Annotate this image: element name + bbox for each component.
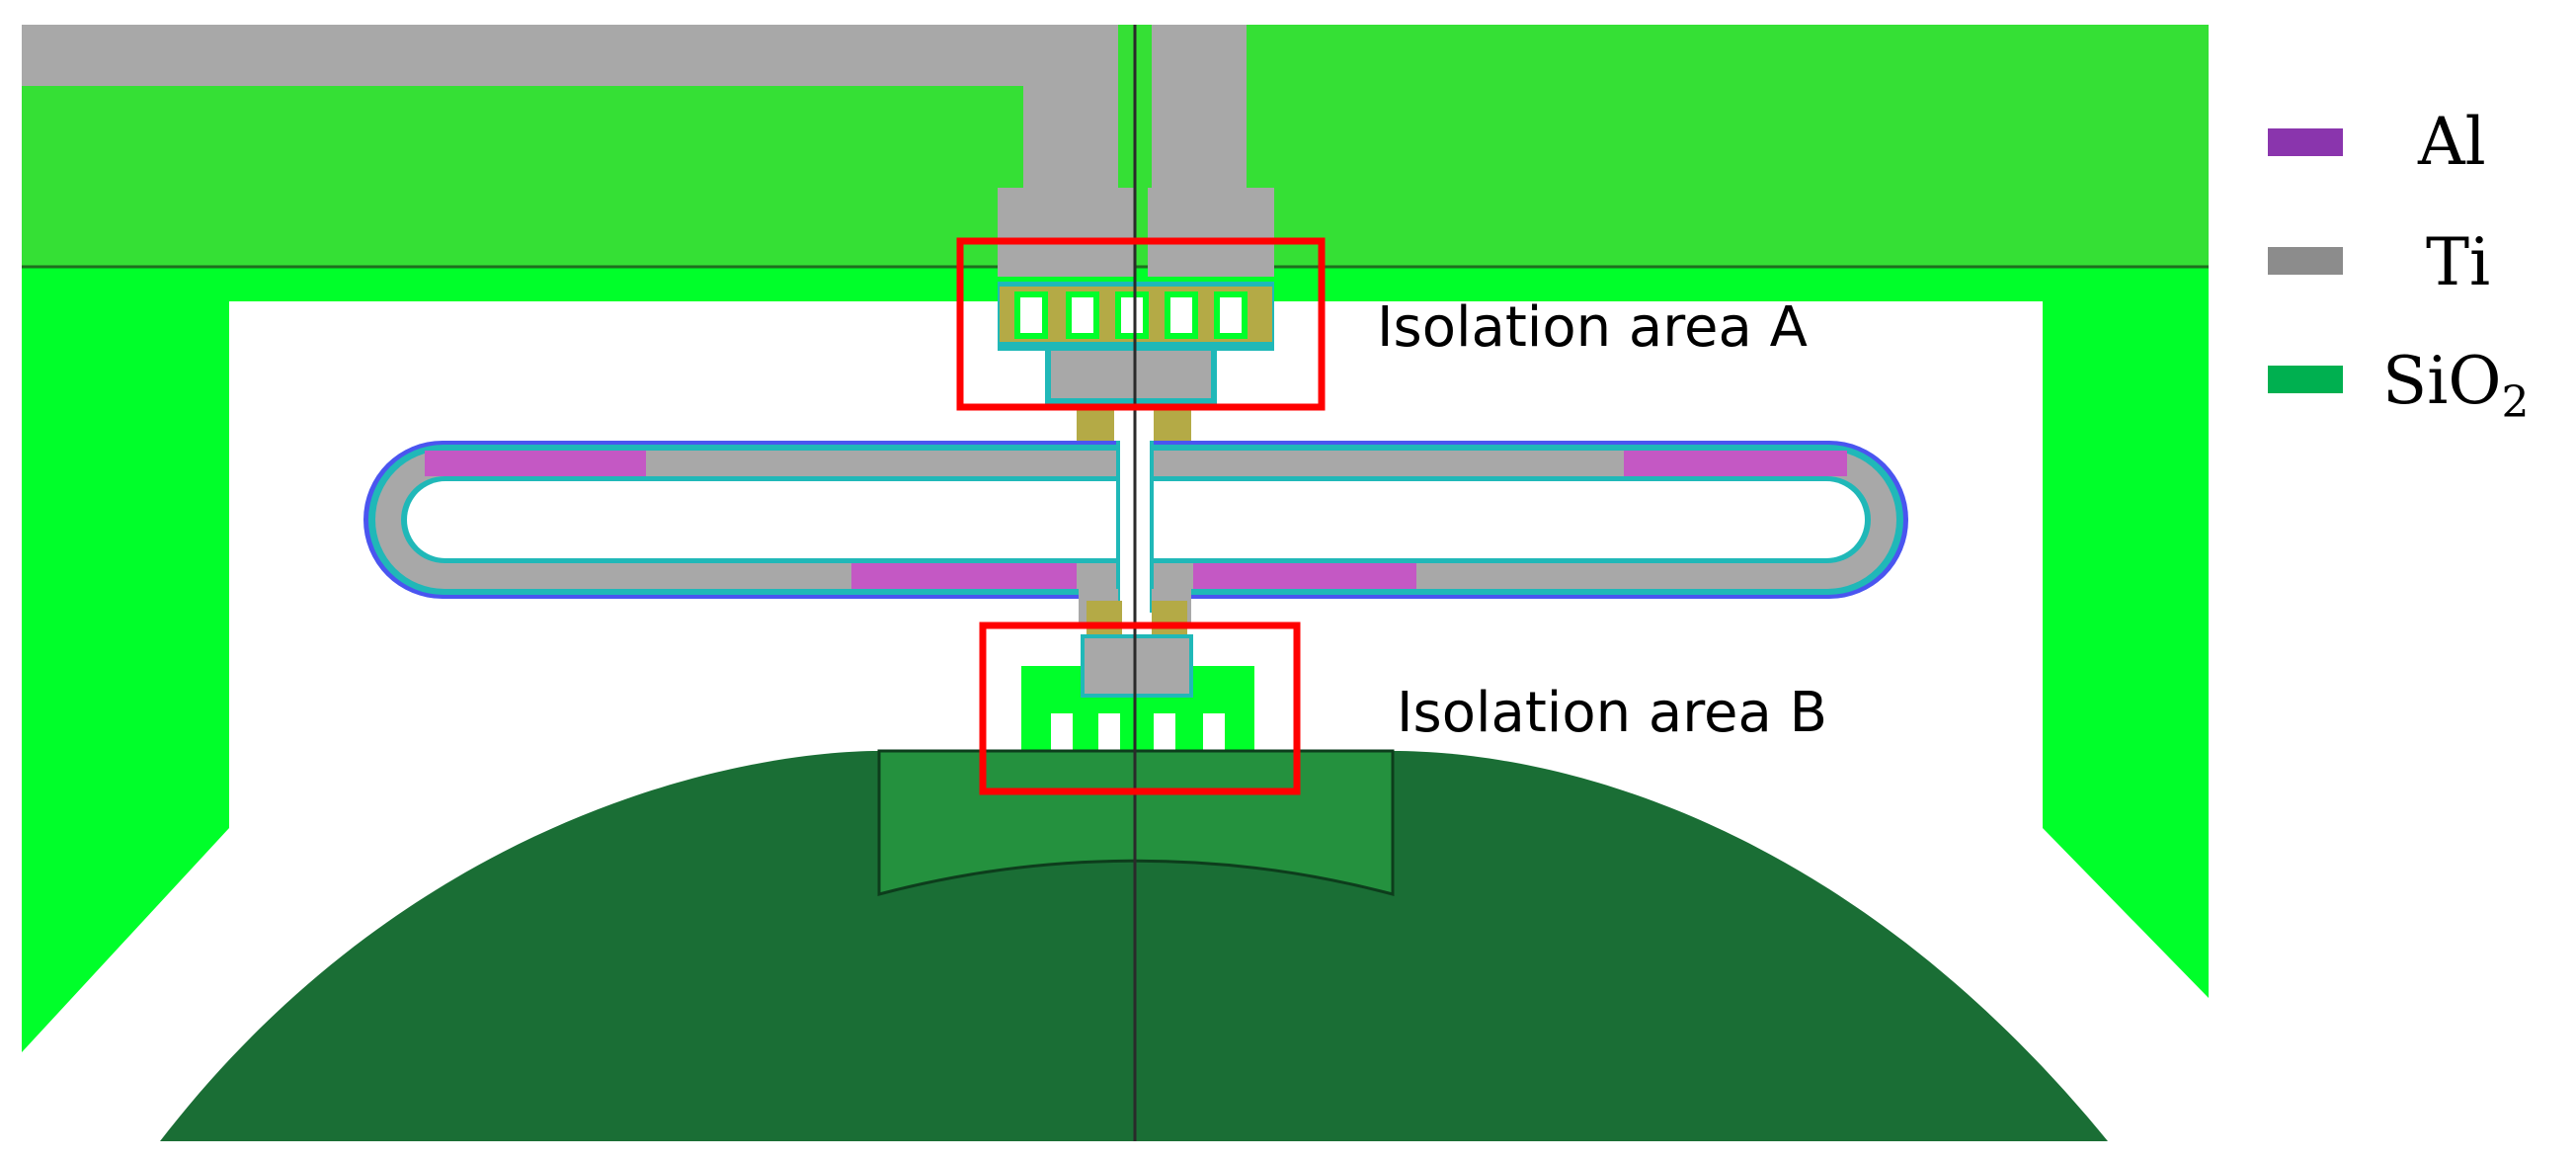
ti-top-trace bbox=[22, 25, 1118, 86]
legend-label-sio2-base: SiO bbox=[2382, 343, 2501, 419]
isolation-b-label: Isolation area B bbox=[1397, 681, 1827, 745]
isolation-a-label: Isolation area A bbox=[1377, 295, 1808, 360]
isolation-a-windows bbox=[1014, 291, 1248, 339]
legend-label-sio2-subscript: 2 bbox=[2501, 377, 2529, 428]
al-segment-bottom-right bbox=[1193, 563, 1416, 589]
window bbox=[1214, 291, 1248, 339]
legend: Al Ti SiO2 bbox=[2268, 104, 2529, 428]
isolation-b-windows bbox=[1051, 713, 1225, 751]
window bbox=[1203, 713, 1225, 751]
legend-swatch-sio2 bbox=[2268, 366, 2343, 393]
window bbox=[1154, 713, 1175, 751]
isolation-b-ti-block bbox=[1081, 634, 1193, 698]
ti-left-pad bbox=[998, 188, 1136, 277]
al-segment-top-left bbox=[425, 451, 646, 476]
window bbox=[1115, 291, 1149, 339]
neck-left-tan bbox=[1077, 405, 1114, 445]
al-segment-bottom-left bbox=[851, 563, 1077, 589]
window bbox=[1066, 291, 1099, 339]
isolation-a-highlight-box bbox=[956, 237, 1326, 411]
window bbox=[1051, 713, 1073, 751]
isolation-a-neck bbox=[1045, 351, 1217, 445]
neck-right-tan bbox=[1154, 405, 1191, 445]
legend-label-sio2: SiO2 bbox=[2382, 343, 2529, 428]
isolation-b-highlight-box bbox=[979, 622, 1301, 795]
ti-right-pad bbox=[1148, 188, 1274, 277]
legend-label-ti: Ti bbox=[2426, 224, 2490, 300]
al-segment-top-right bbox=[1624, 451, 1847, 476]
legend-swatch-al bbox=[2268, 128, 2343, 156]
legend-swatch-ti bbox=[2268, 247, 2343, 275]
ti-right-feed bbox=[1152, 25, 1247, 193]
window bbox=[1014, 291, 1048, 339]
neck-ti bbox=[1051, 351, 1211, 398]
window bbox=[1165, 291, 1198, 339]
ti-left-feed bbox=[1023, 25, 1118, 193]
legend-label-al: Al bbox=[2417, 104, 2486, 180]
window bbox=[1098, 713, 1120, 751]
